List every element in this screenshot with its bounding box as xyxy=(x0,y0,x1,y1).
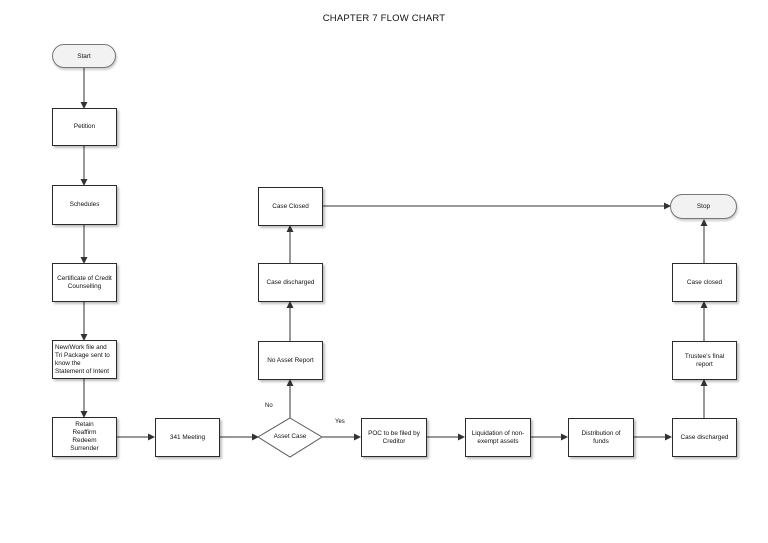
distribution-label: Distribution of funds xyxy=(581,429,621,445)
start-label: Start xyxy=(77,52,91,60)
poc-label: POC to be filed by Creditor xyxy=(368,429,420,445)
liquidation-label: Liquidation of non- exempt assets xyxy=(471,429,525,445)
meeting-box: 341 Meeting xyxy=(155,418,220,457)
retain-label: Retain Reaffirm Redeem Surrender xyxy=(70,421,99,452)
stop-label: Stop xyxy=(696,203,711,210)
start-terminal: Start xyxy=(52,44,116,68)
poc-box: POC to be filed by Creditor xyxy=(361,418,427,457)
case-closed-top-label: Case Closed xyxy=(272,202,309,210)
trustee-report-box: Trustee's final report xyxy=(672,341,737,380)
new-work-box: New/Work file and Tri Package sent to kn… xyxy=(52,340,117,379)
asset-case-label: Asset Case xyxy=(273,433,307,440)
case-discharged-right-label: Case discharged xyxy=(680,433,729,441)
trustee-report-label: Trustee's final report xyxy=(684,352,725,368)
petition-label: Petition xyxy=(73,123,96,130)
asset-case-diamond xyxy=(257,417,323,458)
no-asset-report-label: No Asset Report xyxy=(267,356,314,364)
case-discharged-top-label: Case discharged xyxy=(266,278,315,286)
petition-box: Petition xyxy=(52,108,117,146)
case-discharged-right-box: Case discharged xyxy=(672,418,737,457)
case-closed-right-label: Case closed xyxy=(686,278,723,286)
no-asset-report-box: No Asset Report xyxy=(258,341,323,380)
case-discharged-top-box: Case discharged xyxy=(258,263,323,302)
liquidation-box: Liquidation of non- exempt assets xyxy=(465,418,531,457)
new-work-label: New/Work file and Tri Package sent to kn… xyxy=(55,343,110,375)
chart-title: CHAPTER 7 FLOW CHART xyxy=(322,13,446,24)
schedules-box: Schedules xyxy=(52,185,117,225)
no-edge-label: No xyxy=(265,403,273,409)
meeting-label: 341 Meeting xyxy=(169,433,206,441)
case-closed-top-box: Case Closed xyxy=(258,187,323,226)
certificate-label: Certificate of Credit Counselling xyxy=(57,274,112,290)
schedules-label: Schedules xyxy=(69,201,100,208)
stop-terminal: Stop xyxy=(670,194,737,219)
certificate-box: Certificate of Credit Counselling xyxy=(52,263,117,302)
distribution-box: Distribution of funds xyxy=(568,418,634,457)
yes-edge-label: Yes xyxy=(335,419,345,425)
retain-box: Retain Reaffirm Redeem Surrender xyxy=(52,417,117,457)
case-closed-right-box: Case closed xyxy=(672,263,737,302)
